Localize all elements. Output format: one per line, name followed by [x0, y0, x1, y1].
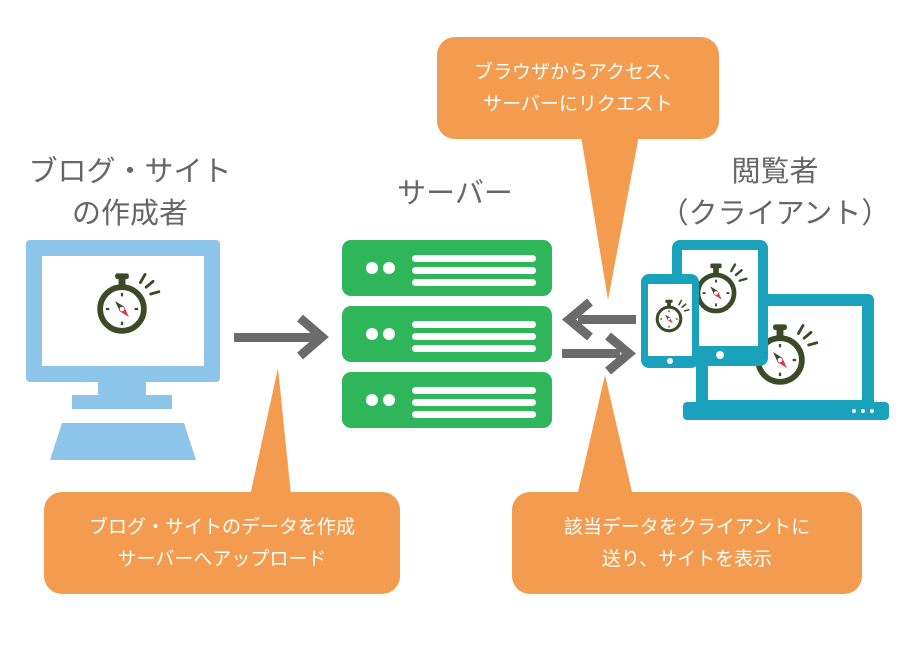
viewer-title-line2: （クライアント）	[659, 196, 891, 230]
request-note-line1: ブラウザからアクセス、	[473, 61, 683, 83]
request-arrow-icon	[561, 298, 636, 341]
request-note: ブラウザからアクセス、 サーバーにリクエスト	[437, 37, 719, 139]
upload-note: ブログ・サイトのデータを作成 サーバーへアップロード	[44, 492, 400, 594]
response-arrow-icon	[562, 332, 637, 375]
viewer-title-line1: 閲覧者	[731, 154, 819, 188]
upload-arrow-icon	[234, 314, 329, 360]
creator-title: ブログ・サイト の作成者	[20, 150, 240, 234]
request-note-line2: サーバーにリクエスト	[483, 93, 673, 115]
creator-title-line1: ブログ・サイト	[28, 154, 232, 188]
upload-note-line2: サーバーへアップロード	[117, 548, 327, 570]
response-note-line1: 該当データをクライアントに	[563, 516, 811, 538]
server-title: サーバー	[397, 176, 513, 210]
viewer-title: 閲覧者 （クライアント）	[655, 150, 895, 234]
server-rack-icon	[342, 240, 552, 428]
response-note: 該当データをクライアントに 送り、サイトを表示	[512, 492, 862, 594]
response-note-line2: 送り、サイトを表示	[601, 548, 773, 570]
creator-title-line2: の作成者	[71, 196, 188, 230]
upload-note-line1: ブログ・サイトのデータを作成	[88, 516, 355, 538]
